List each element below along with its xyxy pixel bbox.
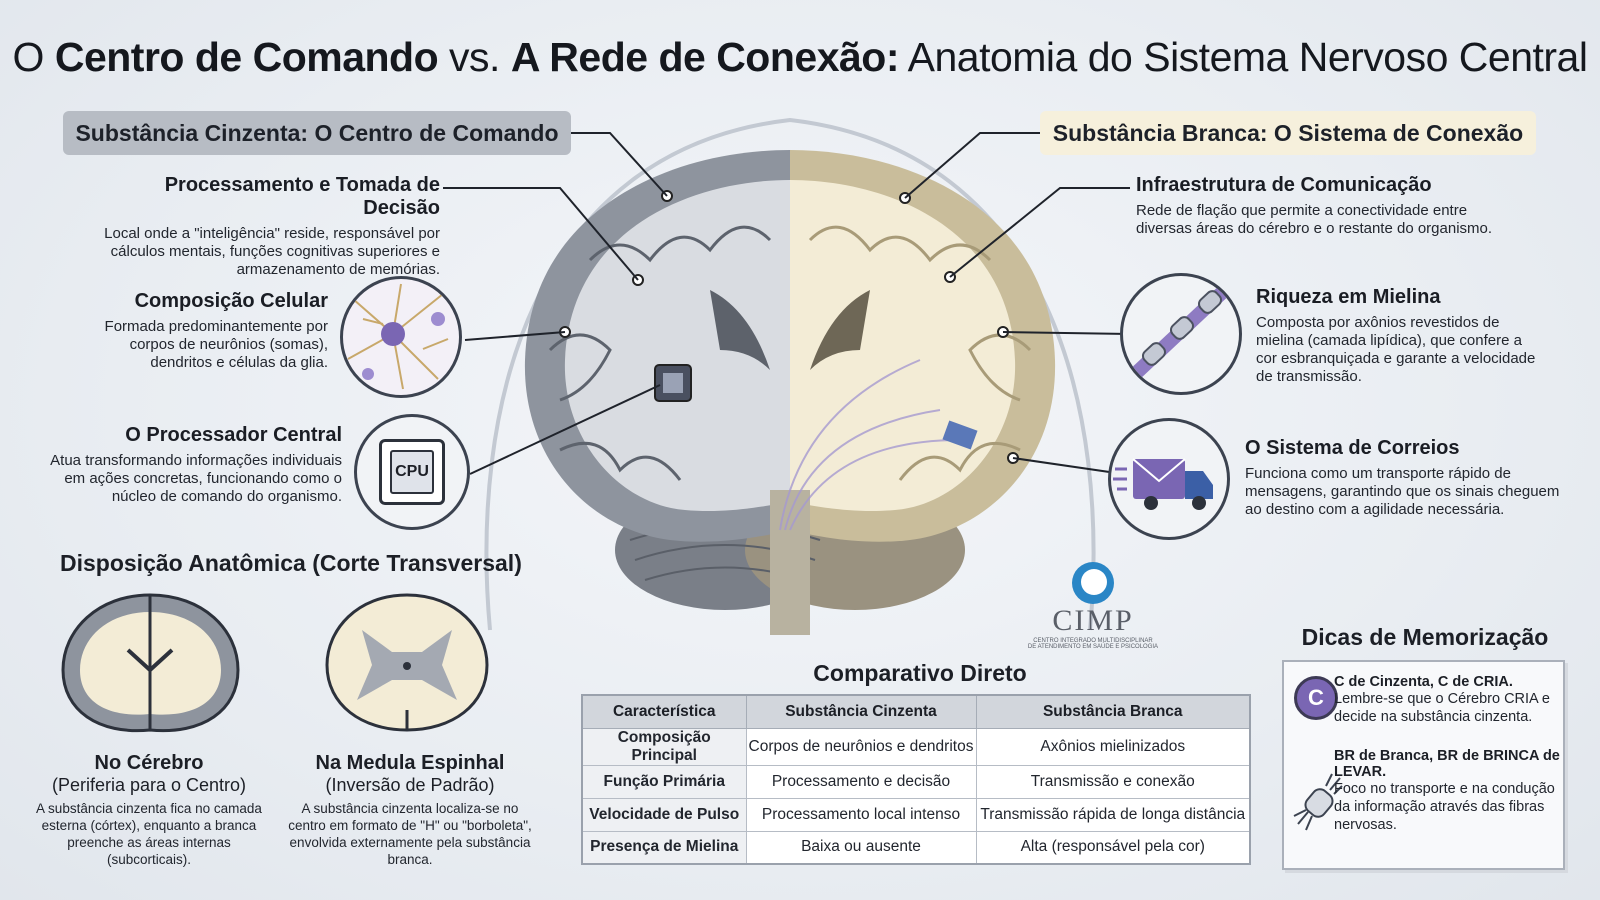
table-row: Velocidade de Pulso Processamento local … <box>581 797 1251 832</box>
tip-head: C de Cinzenta, C de CRIA. <box>1334 674 1513 690</box>
right-item-3: O Sistema de Correios Funciona como um t… <box>1245 437 1575 519</box>
axon-icon <box>1126 279 1236 383</box>
tips-title: Dicas de Memorização <box>1301 624 1549 650</box>
c-badge-icon: C <box>1294 676 1338 720</box>
item-title: O Processador Central <box>125 424 342 446</box>
title-part: O <box>12 34 55 80</box>
caption-sub: (Periferia para o Centro) <box>51 775 247 795</box>
cpu-label: CPU <box>390 450 434 494</box>
table-cell: Velocidade de Pulso <box>581 797 747 832</box>
brain-section-caption: No Cérebro (Periferia para o Centro) A s… <box>30 752 268 868</box>
tip-text: Foco no transporte e na condução da info… <box>1334 781 1555 833</box>
table-row: Presença de Mielina Baixa ou ausente Alt… <box>581 830 1251 865</box>
gray-matter-header: Substância Cinzenta: O Centro de Comando <box>63 111 571 155</box>
table-header-row: Característica Substância Cinzenta Subst… <box>581 694 1251 729</box>
table-cell: Transmissão rápida de longa distância <box>975 797 1251 832</box>
item-text: Funciona como um transporte rápido de me… <box>1245 465 1560 518</box>
table-row: Função Primária Processamento e decisão … <box>581 764 1251 799</box>
page-title: O Centro de Comando vs. A Rede de Conexã… <box>0 34 1600 81</box>
table-cell: Processamento local intenso <box>745 797 977 832</box>
caption-label: Na Medula Espinhal <box>315 752 505 774</box>
right-item-1: Infraestrutura de Comunicação Rede de fl… <box>1136 174 1516 238</box>
mail-circle <box>1108 418 1230 540</box>
spinal-cord-section-icon <box>325 593 489 732</box>
item-title: Infraestrutura de Comunicação <box>1136 174 1432 196</box>
table-cell: Alta (responsável pela cor) <box>975 830 1251 865</box>
table-row: Composição Principal Corpos de neurônios… <box>581 727 1251 766</box>
candy-icon <box>1293 773 1343 831</box>
tip-2: BR de Branca, BR de BRINCA de LEVAR. Foc… <box>1334 748 1560 834</box>
item-text: Atua transformando informações individua… <box>50 452 342 505</box>
table-cell: Transmissão e conexão <box>975 764 1251 799</box>
table-title: Comparativo Direto <box>813 660 1027 686</box>
cord-section-caption: Na Medula Espinhal (Inversão de Padrão) … <box>282 752 538 868</box>
logo-line-2: DE ATENDIMENTO EM SAÚDE E PSICOLOGIA <box>1027 644 1159 650</box>
anatomy-header: Disposição Anatômica (Corte Transversal) <box>60 550 522 576</box>
title-bold-2: A Rede de Conexão: <box>510 34 900 80</box>
right-item-2: Riqueza em Mielina Composta por axônios … <box>1256 286 1536 386</box>
table-cell: Função Primária <box>581 764 747 799</box>
left-item-2: Composição Celular Formada predominantem… <box>80 290 328 372</box>
item-text: Local onde a "inteligência" reside, resp… <box>104 225 440 278</box>
cpu-icon: CPU <box>379 439 445 505</box>
logo-line-1: CENTRO INTEGRADO MULTIDISCIPLINAR <box>1033 638 1153 644</box>
item-title: Riqueza em Mielina <box>1256 286 1441 308</box>
table-header: Substância Branca <box>975 694 1251 729</box>
item-title: Processamento e Tomada de Decisão <box>164 174 440 219</box>
caption-text: A substância cinzenta localiza-se no cen… <box>288 801 532 867</box>
tip-head: BR de Branca, BR de BRINCA de LEVAR. <box>1334 748 1560 780</box>
myelin-circle <box>1120 273 1242 395</box>
brain-illustration <box>484 117 1096 635</box>
table-header: Substância Cinzenta <box>745 694 977 729</box>
title-bold-1: Centro de Comando <box>54 34 439 80</box>
logo-name: CIMP <box>1052 604 1134 637</box>
table-cell: Baixa ou ausente <box>745 830 977 865</box>
table-cell: Presença de Mielina <box>581 830 747 865</box>
brain-section-icon <box>61 593 240 733</box>
logo-mark-icon <box>1072 562 1114 604</box>
neuron-icon <box>347 283 449 390</box>
table-header: Característica <box>581 694 747 729</box>
item-title: O Sistema de Correios <box>1245 437 1460 459</box>
table-cell: Processamento e decisão <box>745 764 977 799</box>
truck-small-icon <box>942 420 978 450</box>
item-text: Rede de flação que permite a conectivida… <box>1136 202 1493 237</box>
tips-card: C C de Cinzenta, C de CRIA. Lembre-se qu… <box>1282 660 1565 870</box>
item-text: Formada predominantemente por corpos de … <box>104 318 328 371</box>
title-part: Anatomia do Sistema Nervoso Central <box>899 34 1588 80</box>
caption-sub: (Inversão de Padrão) <box>325 775 495 795</box>
white-matter-header: Substância Branca: O Sistema de Conexão <box>1040 111 1536 155</box>
table-cell: Composição Principal <box>581 727 747 766</box>
table-cell: Axônios mielinizados <box>975 727 1251 766</box>
caption-label: No Cérebro <box>94 752 204 774</box>
neuron-circle <box>340 276 462 398</box>
tip-text: Lembre-se que o Cérebro CRIA e decide na… <box>1334 691 1550 725</box>
title-part: vs. <box>438 34 511 80</box>
left-item-1: Processamento e Tomada de Decisão Local … <box>90 174 440 279</box>
comparison-table: Característica Substância Cinzenta Subst… <box>581 694 1251 865</box>
mail-truck-icon <box>1113 458 1213 510</box>
cimp-logo: CIMP CENTRO INTEGRADO MULTIDISCIPLINAR D… <box>1018 562 1168 650</box>
table-cell: Corpos de neurônios e dendritos <box>745 727 977 766</box>
caption-text: A substância cinzenta fica no camada est… <box>36 801 262 867</box>
cpu-circle: CPU <box>354 414 470 530</box>
left-item-3: O Processador Central Atua transformando… <box>30 424 342 506</box>
item-title: Composição Celular <box>134 290 328 312</box>
item-text: Composta por axônios revestidos de mieli… <box>1256 314 1536 385</box>
tip-1: C de Cinzenta, C de CRIA. Lembre-se que … <box>1334 674 1560 726</box>
